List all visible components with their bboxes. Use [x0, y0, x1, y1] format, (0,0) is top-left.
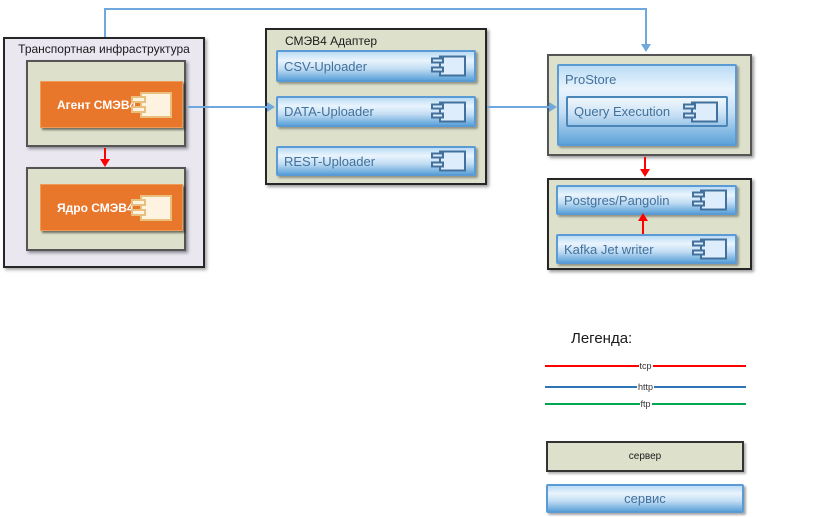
core-smev4-label: Ядро СМЭВ4	[57, 200, 134, 215]
connector-prostore-to-storage	[644, 157, 646, 169]
prostore-title: ProStore	[565, 72, 617, 87]
query-execution-label: Query Execution	[574, 104, 671, 119]
http-line	[654, 386, 747, 388]
arrowhead-into-storage	[640, 169, 650, 177]
rest-uploader-label: REST-Uploader	[284, 153, 376, 169]
component-icon	[431, 150, 466, 172]
postgres-pangolin-component: Postgres/Pangolin	[556, 185, 737, 215]
component-icon	[131, 194, 172, 221]
legend-line-ftp: ftp	[545, 398, 747, 410]
arrowhead-into-prostore	[641, 44, 651, 52]
connector-kafka-to-postgres	[642, 221, 644, 234]
smev4-adapter-title: СМЭВ4 Адаптер	[285, 34, 378, 48]
legend-server-box: сервер	[546, 441, 744, 472]
ftp-label: ftp	[640, 398, 651, 409]
connector-top-horizontal	[104, 8, 647, 10]
tcp-label: tcp	[639, 360, 652, 371]
connector-agent-to-adapter	[188, 106, 268, 108]
legend-line-tcp: tcp	[545, 360, 747, 372]
postgres-pangolin-label: Postgres/Pangolin	[564, 192, 670, 208]
data-uploader-label: DATA-Uploader	[284, 104, 374, 119]
connector-agent-to-core	[104, 148, 106, 160]
transport-infrastructure-title: Транспортная инфраструктура	[18, 42, 190, 56]
component-icon	[431, 101, 466, 122]
query-execution-component: Query Execution	[566, 96, 728, 127]
agent-smev4-component: Агент СМЭВ4	[40, 81, 183, 128]
component-icon	[683, 101, 718, 122]
component-icon	[692, 189, 727, 211]
tcp-line	[652, 365, 747, 367]
arrowhead-into-core	[100, 159, 110, 167]
agent-smev4-label: Агент СМЭВ4	[57, 97, 137, 112]
component-icon	[692, 238, 727, 260]
tcp-line	[545, 365, 639, 367]
legend-line-http: http	[545, 381, 747, 393]
arrowhead-into-adapter	[267, 102, 275, 112]
legend-service-label: сервис	[624, 491, 666, 506]
ftp-line	[545, 403, 640, 405]
data-uploader-component: DATA-Uploader	[276, 96, 476, 127]
legend-service-box: сервис	[546, 484, 744, 513]
component-icon	[431, 55, 466, 77]
legend-title: Легенда:	[571, 330, 633, 347]
legend-server-label: сервер	[628, 451, 662, 462]
connector-top-left-vertical	[104, 8, 106, 37]
rest-uploader-component: REST-Uploader	[276, 146, 476, 176]
kafka-jet-writer-label: Kafka Jet writer	[564, 241, 654, 257]
http-label: http	[638, 381, 654, 392]
connector-adapter-to-prostore	[487, 106, 550, 108]
ftp-line	[651, 403, 747, 405]
connector-top-right-vertical	[645, 8, 647, 45]
http-line	[545, 386, 637, 388]
core-smev4-component: Ядро СМЭВ4	[40, 184, 183, 231]
arrowhead-into-postgres	[638, 213, 648, 221]
arrowhead-into-query-execution	[549, 102, 557, 112]
component-icon	[131, 91, 172, 118]
csv-uploader-label: CSV-Uploader	[284, 58, 368, 74]
csv-uploader-component: CSV-Uploader	[276, 50, 476, 82]
kafka-jet-writer-component: Kafka Jet writer	[556, 234, 737, 264]
